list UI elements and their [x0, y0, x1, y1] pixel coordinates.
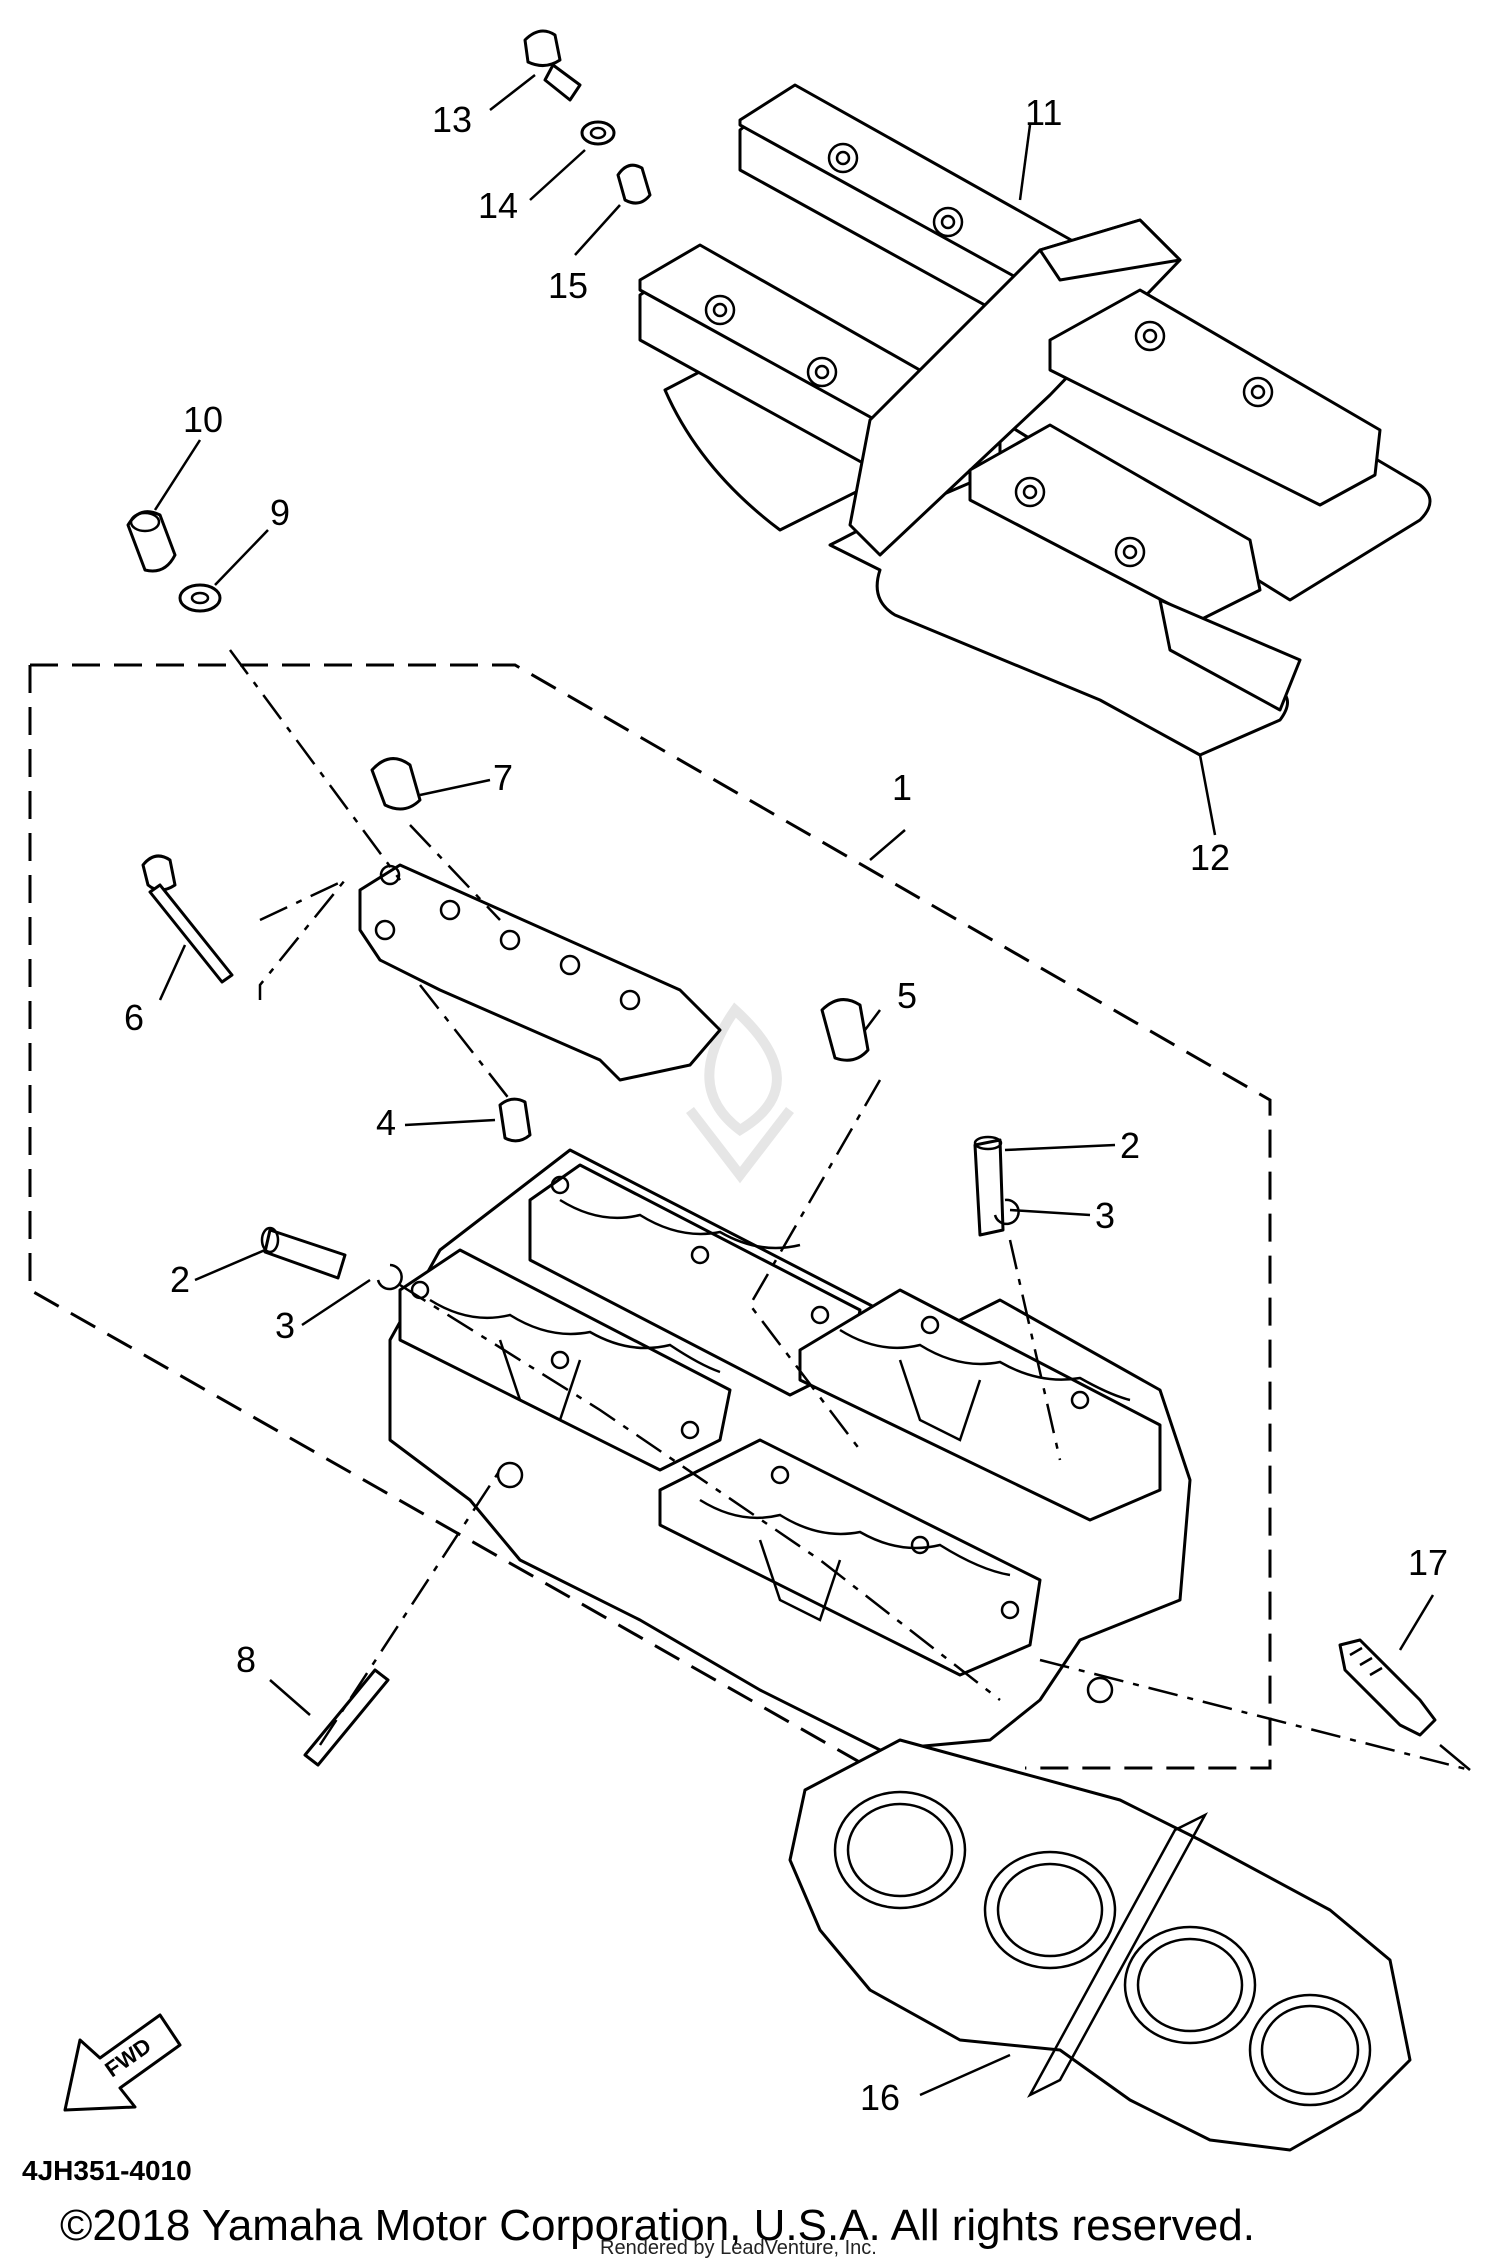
- callout-11: 17: [1408, 1542, 1448, 1583]
- valve-guide-2-left: [260, 1226, 347, 1280]
- callout-12: 16: [860, 2077, 900, 2118]
- assembly-boundary: [28, 663, 1272, 1770]
- callout-9: 9: [270, 492, 290, 533]
- cylinder-head-cover: [638, 83, 1432, 757]
- circlip-3-right: [993, 1198, 1020, 1226]
- stud-8: [303, 1668, 390, 1767]
- head-gasket-12: [788, 1738, 1412, 2152]
- bolt-6: [141, 854, 234, 984]
- callout-17: 15: [548, 265, 588, 306]
- callout-15: 13: [432, 99, 472, 140]
- plug-5: [820, 998, 870, 1062]
- callout-1: 1: [892, 767, 912, 808]
- callout-3-left: 3: [275, 1305, 295, 1346]
- callout-14: 12: [1190, 837, 1230, 878]
- bolt-15: [523, 29, 582, 102]
- plug-7: [370, 757, 422, 811]
- callout-10: 10: [183, 399, 223, 440]
- rendered-by-credit: Rendered by LeadVenture, Inc.: [600, 2237, 877, 2258]
- callout-4: 4: [376, 1102, 396, 1143]
- callout-3-right: 3: [1095, 1195, 1115, 1236]
- spark-plug-11: [1338, 1638, 1437, 1737]
- callout-16: 14: [478, 185, 518, 226]
- bolt-10: [126, 510, 177, 573]
- callout-2-right: 2: [1120, 1125, 1140, 1166]
- washer-16: [580, 120, 616, 146]
- watermark-logo: [686, 1002, 794, 1184]
- callout-6: 6: [124, 997, 144, 1038]
- callout-2-left: 2: [170, 1259, 190, 1300]
- diagram-code: 4JH351-4010: [22, 2155, 192, 2186]
- dowel-4: [498, 1097, 532, 1143]
- washer-9: [178, 583, 222, 613]
- copyright-notice: ©2018 Yamaha Motor Corporation, U.S.A. A…: [60, 2201, 1255, 2250]
- circlip-3-left: [376, 1263, 403, 1291]
- callout-7: 7: [493, 757, 513, 798]
- callout-8: 8: [236, 1639, 256, 1680]
- valve-guide-2-right: [973, 1135, 1005, 1237]
- grommet-17: [616, 163, 652, 205]
- camshaft-cap-bracket: [358, 863, 722, 1082]
- callout-13: 11: [1025, 92, 1062, 133]
- fwd-arrow-icon: FWD: [63, 2013, 182, 2112]
- callout-labels: 13 14 15 11 12 10 9 7 1 6 5 4 2 3 2 3 17…: [124, 92, 1448, 2118]
- callout-5: 5: [897, 975, 917, 1016]
- cylinder-head-assembly: [388, 1148, 1192, 1752]
- leader-lines: [153, 74, 1471, 2097]
